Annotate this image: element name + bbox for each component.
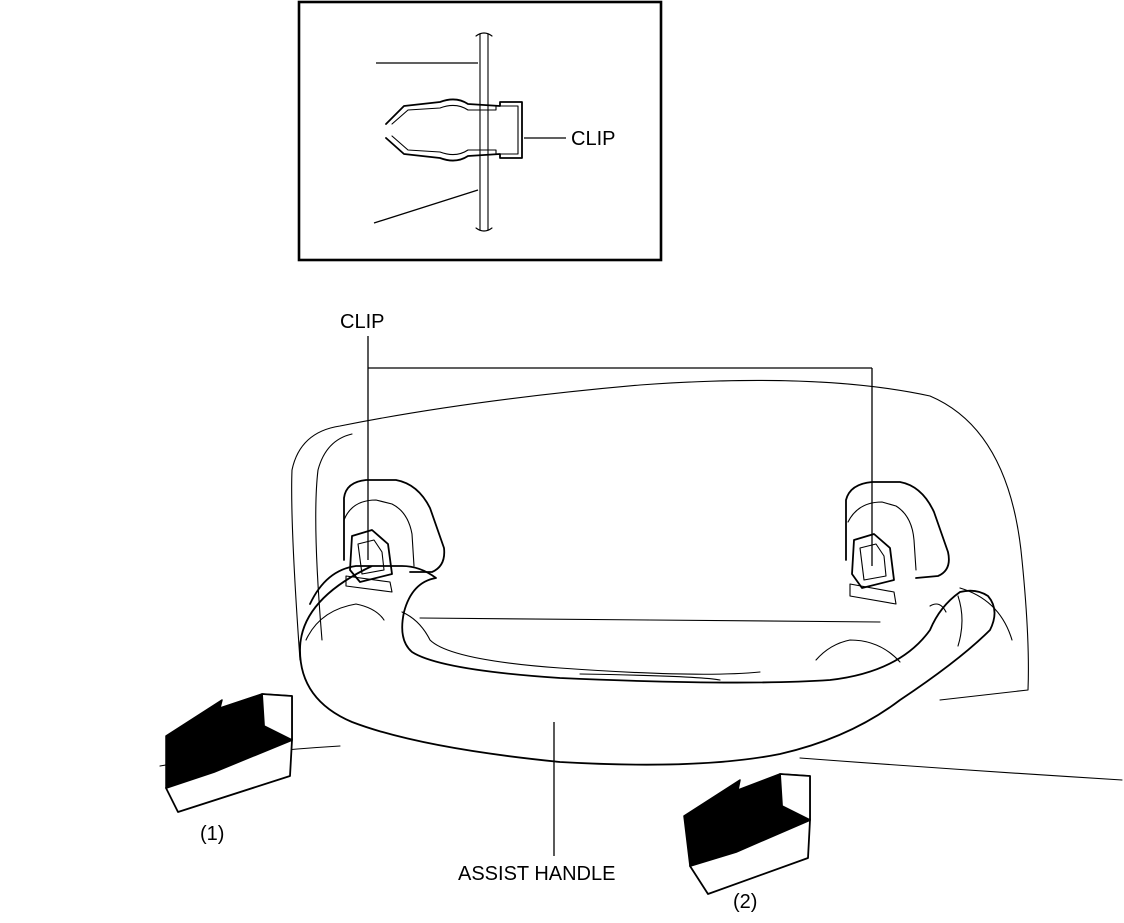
right-handle-base <box>845 481 950 605</box>
step-1-label: (1) <box>200 823 224 845</box>
clip-detail-inset: CLIP <box>297 0 663 262</box>
main-illustration: CLIP ASSIST HANDLE (1) (2) <box>159 311 1123 913</box>
headliner-outline <box>291 379 1029 701</box>
inset-leader-bottom <box>373 189 479 224</box>
clip-leader-bracket <box>367 336 873 566</box>
inset-clip-shape <box>385 98 523 162</box>
inset-clip-label: CLIP <box>571 128 615 150</box>
step-2-label: (2) <box>733 891 757 913</box>
inset-panel <box>475 32 493 232</box>
left-handle-base <box>343 479 446 593</box>
assist-handle-label: ASSIST HANDLE <box>458 863 615 885</box>
pull-direction-arrow-1 <box>165 693 293 813</box>
roof-edge-line <box>159 745 1123 781</box>
assist-handle-body <box>299 565 996 766</box>
pull-direction-arrow-2 <box>683 773 811 895</box>
main-clip-label: CLIP <box>340 311 384 333</box>
